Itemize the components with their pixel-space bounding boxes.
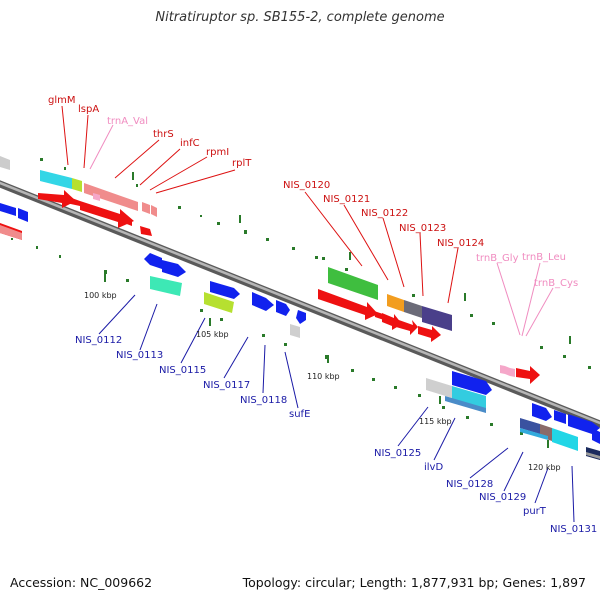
scale-ticks: [104, 172, 571, 448]
scale-label: 105 kbp: [196, 330, 229, 339]
gene-block: [422, 306, 452, 331]
reverse-gene-labels: NIS_0112 NIS_0113 NIS_0115 NIS_0117 NIS_…: [75, 335, 597, 535]
gene-block: [426, 378, 452, 398]
gene-label: lspA: [78, 104, 99, 115]
scale-label: 100 kbp: [84, 291, 117, 300]
trna-mark: [93, 193, 100, 201]
gene-label: glmM: [48, 95, 76, 106]
gene-label: ilvD: [424, 462, 443, 473]
scale-label: 110 kbp: [307, 372, 340, 381]
gene-label: NIS_0123: [399, 223, 446, 234]
reverse-leader-lines: [98, 294, 575, 523]
gene-arrow: [0, 203, 16, 216]
accession-label: Accession: NC_009662: [10, 575, 153, 590]
gene-arrow: [124, 216, 132, 226]
gene-block: [204, 292, 234, 313]
gene-block: [387, 294, 404, 312]
trna-mark: [510, 368, 515, 377]
gene-arrow: [38, 190, 76, 208]
gene-block: [520, 428, 548, 440]
gene-arrow: [374, 311, 384, 320]
trna-mark: [500, 365, 505, 374]
gene-arrow: [144, 253, 162, 269]
gene-block: [142, 202, 150, 214]
trna-labels: trnA_Val trnB_Gly trnB_Leu trnB_Cys: [107, 116, 578, 289]
gene-block: [150, 276, 182, 296]
gene-block: [84, 183, 138, 211]
trna-mark: [505, 366, 510, 376]
gene-block: [151, 205, 157, 217]
gene-label: NIS_0115: [159, 365, 206, 376]
gene-arrow: [252, 292, 274, 311]
gene-arrow: [516, 366, 540, 384]
forward-leader-lines: [61, 105, 459, 304]
trna-leader-lines: [89, 124, 554, 337]
gene-label: NIS_0113: [116, 350, 163, 361]
gene-label: NIS_0118: [240, 395, 287, 406]
gene-block: [404, 300, 422, 318]
gene-arrow: [396, 319, 418, 335]
gene-label: sufE: [289, 409, 310, 420]
trna-label: trnB_Cys: [534, 278, 578, 289]
gene-block: [452, 386, 486, 410]
gene-arrow: [554, 410, 566, 424]
gene-label: NIS_0131: [550, 524, 597, 535]
gene-label: NIS_0129: [479, 492, 526, 503]
gene-arrow: [592, 428, 600, 444]
scale-labels: 100 kbp 105 kbp 110 kbp 115 kbp 120 kbp: [84, 291, 561, 472]
gene-block: [72, 178, 82, 192]
gene-arrow: [66, 196, 80, 206]
gene-label: NIS_0112: [75, 335, 122, 346]
gene-block: [0, 225, 22, 240]
gene-arrow: [452, 371, 492, 395]
gene-label: infC: [180, 138, 200, 149]
gene-arrow: [318, 289, 378, 320]
gene-block: [40, 170, 72, 189]
gene-block: [328, 267, 378, 300]
gene-label: NIS_0128: [446, 479, 493, 490]
gene-block: [520, 418, 540, 434]
scale-label: 120 kbp: [528, 463, 561, 472]
gene-arrow: [296, 310, 306, 324]
gene-label: NIS_0124: [437, 238, 484, 249]
gene-label: thrS: [153, 129, 174, 140]
gene-arrow: [532, 403, 552, 421]
reverse-strand-genes: [0, 203, 600, 460]
map-title: Nitratiruptor sp. SB155-2, complete geno…: [155, 10, 445, 25]
genome-summary: Topology: circular; Length: 1,877,931 bp…: [242, 575, 586, 590]
gene-label: rpmI: [206, 147, 229, 158]
scale-label: 115 kbp: [419, 417, 452, 426]
trna-label: trnA_Val: [107, 116, 148, 127]
gene-arrow: [276, 300, 290, 316]
gene-arrow: [18, 208, 28, 222]
gene-label: NIS_0125: [374, 448, 421, 459]
gene-label: rplT: [232, 158, 252, 169]
gene-block: [290, 324, 300, 338]
gene-block: [0, 156, 10, 170]
gc-tick-marks: [11, 158, 591, 435]
trna-label: trnB_Leu: [522, 252, 566, 263]
gene-block: [445, 396, 486, 413]
genome-backbone: [0, 180, 600, 428]
gene-label: NIS_0122: [361, 208, 408, 219]
gene-label: NIS_0120: [283, 180, 330, 191]
gene-label: NIS_0117: [203, 380, 250, 391]
gene-block: [586, 452, 600, 459]
gene-arrow: [418, 326, 441, 342]
gene-arrow: [80, 201, 134, 228]
gene-label: NIS_0121: [323, 194, 370, 205]
trna-label: trnB_Gly: [476, 253, 519, 264]
forward-gene-labels: glmM lspA thrS infC rpmI rplT NIS_0120 N…: [48, 95, 484, 249]
gene-arrow: [210, 281, 240, 299]
gene-block: [552, 428, 578, 451]
gene-label: purT: [523, 506, 547, 517]
forward-strand-genes: [0, 156, 540, 384]
gene-arrow: [140, 226, 152, 236]
gene-arrow: [162, 260, 186, 277]
